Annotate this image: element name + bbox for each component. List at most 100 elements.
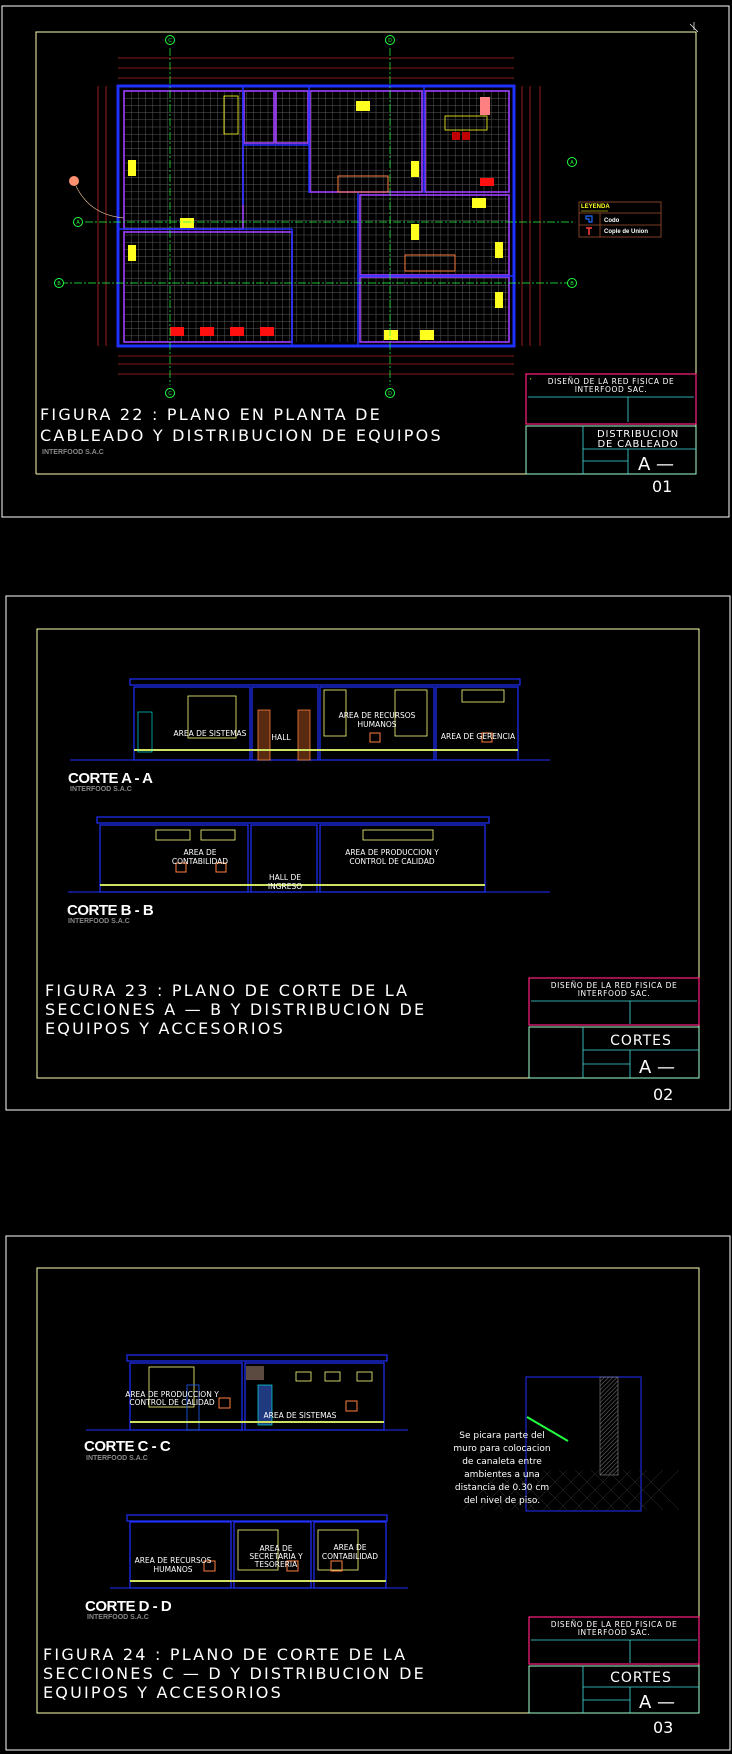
project-name: DISEÑO DE LA RED FISICA DE [551, 1620, 678, 1629]
tile-line [590, 1469, 632, 1511]
printer-icon [480, 97, 490, 115]
title-block: DISEÑO DE LA RED FISICA DE INTERFOOD SAC… [528, 977, 700, 1104]
raceway-pipe [526, 1416, 569, 1442]
workstation-icon [472, 198, 486, 208]
sheet-inner-frame [36, 1267, 700, 1714]
monitor-icon [218, 1397, 231, 1409]
project-name: INTERFOOD SAC. [578, 1628, 651, 1637]
room-label: INGRESO [268, 882, 302, 891]
company-label: INTERFOOD S.A.C [87, 1614, 149, 1621]
workstation-icon [495, 242, 503, 258]
axis-bubble-b-left [54, 278, 64, 288]
chair-icon [462, 132, 470, 140]
chair-icon [260, 327, 274, 336]
room-label: HUMANOS [357, 720, 396, 729]
tile-line [542, 1469, 584, 1511]
detail-note-line: distancia de 0.30 cm [455, 1483, 549, 1493]
cabinet-icon [223, 95, 239, 135]
sheet-inner-frame [35, 31, 697, 474]
project-name: INTERFOOD SAC. [578, 989, 651, 998]
door [257, 709, 271, 761]
monitor-icon [330, 1560, 343, 1572]
tile-line [526, 1469, 568, 1511]
project-name: DISEÑO DE LA RED FISICA DE [548, 377, 675, 386]
tile-line [494, 1469, 536, 1511]
roof-slab [96, 816, 490, 824]
legend-box [578, 201, 662, 238]
sheet-2: AREA DE SISTEMAS HALL AREA DE RECURSOS H… [5, 595, 731, 1111]
tile-line [622, 1469, 664, 1511]
detail-frame [525, 1376, 642, 1512]
router-leader-line [75, 185, 125, 219]
room-label: AREA DE RECURSOS [135, 1556, 212, 1565]
room-label: AREA DE SISTEMAS [174, 729, 247, 738]
chair-icon [230, 327, 244, 336]
project-name: INTERFOOD SAC. [575, 385, 648, 394]
tile-line [638, 1469, 680, 1511]
axis-label: B [57, 281, 61, 287]
waiting-sofa [404, 254, 456, 272]
section-title: CORTE D - D [85, 1598, 172, 1615]
workstation-icon [180, 218, 194, 228]
tile-line [462, 1469, 504, 1511]
section-title: CORTE A - A [68, 770, 153, 787]
axis-bubble-a-right [567, 157, 577, 167]
section-title: CORTE B - B [67, 902, 154, 919]
axis-bubble-d-bottom [385, 388, 395, 398]
workstation-icon [384, 330, 398, 340]
axis-label: D [388, 38, 392, 44]
figure-caption-line: SECCIONES A — B Y DISTRIBUCION DE [45, 1000, 426, 1019]
company-label: INTERFOOD S.A.C [86, 1455, 148, 1462]
floor-plan: C D C D A A B B [54, 35, 577, 398]
roof-slab [126, 1354, 388, 1362]
legend-item-label: Codo [604, 218, 620, 224]
detail-note-line: ambientes a una [464, 1470, 540, 1480]
figure-caption-line: FIGURA 24 : PLANO DE CORTE DE LA [43, 1645, 407, 1664]
company-label: INTERFOOD S.A.C [70, 786, 132, 793]
sheet-title: CORTES [610, 1033, 672, 1049]
axis-label: B [570, 281, 574, 287]
workstation-icon [420, 330, 434, 340]
axis-lines [60, 48, 575, 385]
door [297, 709, 311, 761]
desk-icon [444, 115, 488, 131]
chair-icon [200, 327, 214, 336]
figure-caption-line: FIGURA 22 : PLANO EN PLANTA DE [40, 405, 382, 424]
room-label: AREA DE SISTEMAS [264, 1411, 337, 1420]
tile-line [478, 1469, 520, 1511]
workstation-icon [128, 160, 136, 176]
sheet-outer-border [5, 1235, 731, 1751]
rack-icon [257, 1384, 273, 1426]
sheet-code: A — [638, 454, 674, 475]
axis-label: C [168, 391, 172, 397]
axis-label: A [76, 220, 80, 226]
sheet-code: A — [639, 1057, 675, 1078]
tile-line [574, 1469, 616, 1511]
monitor-icon [481, 732, 493, 743]
monitor-icon [369, 732, 381, 743]
room-label: HUMANOS [153, 1565, 192, 1574]
legend: LEYENDA Codo Cople de Union [578, 201, 662, 238]
project-field-tag: ▪ [530, 376, 532, 381]
room-label: AREA DE RECURSOS [339, 711, 416, 720]
axis-label: C [168, 38, 172, 44]
figure-caption-line: FIGURA 23 : PLANO DE CORTE DE LA [45, 981, 409, 1000]
axis-bubble-d-top [385, 35, 395, 45]
wall-hatch [599, 1376, 619, 1476]
figure-caption-line: EQUIPOS Y ACCESORIOS [45, 1019, 285, 1038]
room-label: AREA DE GERENCIA [441, 732, 516, 741]
workstation-icon [495, 292, 503, 308]
axis-label: A [570, 160, 574, 166]
workstation-icon [356, 101, 370, 111]
figure-caption-line: CABLEADO Y DISTRIBUCION DE EQUIPOS [40, 426, 443, 445]
file-cabinet-icon [186, 1384, 200, 1431]
room-label: CONTROL DE CALIDAD [129, 1398, 214, 1407]
legend-item-label: Cople de Union [604, 229, 648, 235]
union-coupling-icon [586, 227, 592, 235]
monitor-icon [286, 1560, 299, 1572]
company-label: INTERFOOD S.A.C [68, 918, 130, 925]
interior-walls [118, 86, 514, 346]
router-icon [69, 176, 79, 186]
sofa-icon [480, 178, 494, 186]
room-label: HALL [271, 733, 291, 742]
